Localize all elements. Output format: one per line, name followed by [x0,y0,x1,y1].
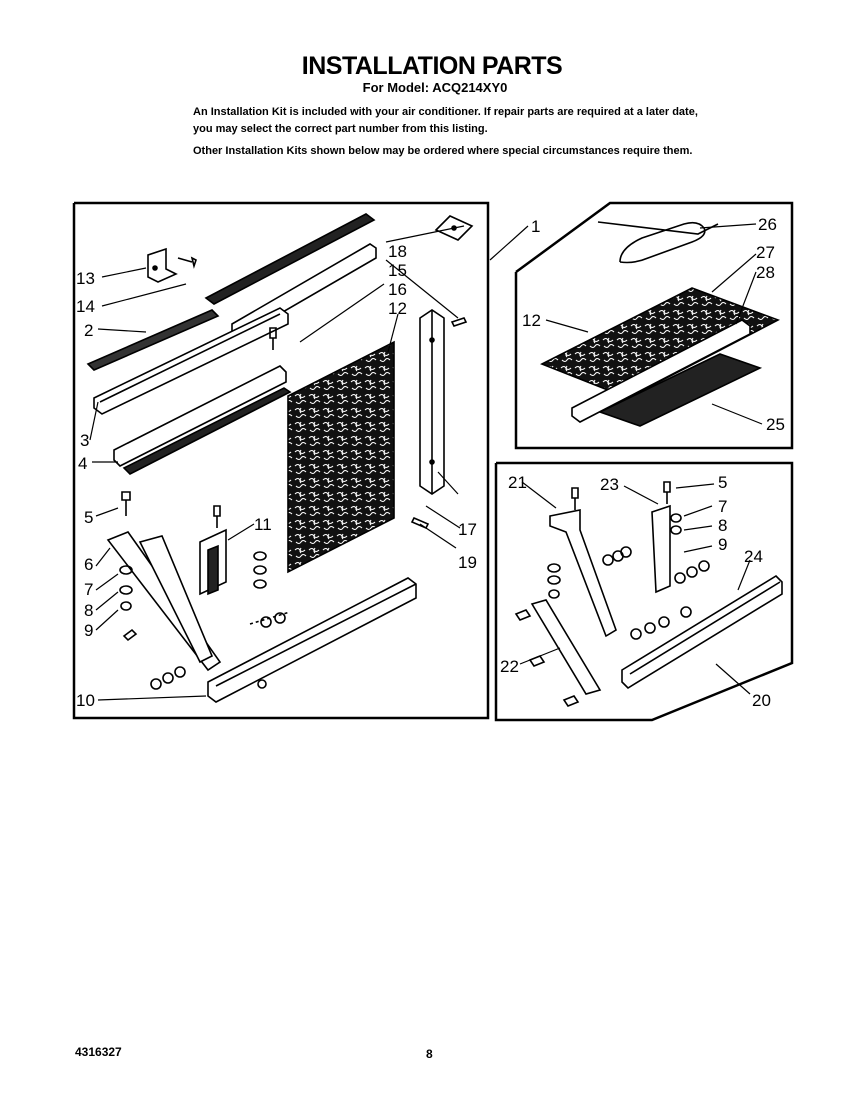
callout-9: 9 [84,621,93,640]
callout-5-kit20: 5 [718,473,727,492]
callout-17: 17 [458,520,477,539]
callout-21: 21 [508,473,527,492]
callout-24: 24 [744,547,763,566]
callout-10: 10 [76,691,95,710]
kit-20-parts [514,481,783,707]
kit-25-parts [540,221,780,427]
page-title: INSTALLATION PARTS [301,52,563,80]
intro-paragraph-2: Other Installation Kits shown below may … [193,145,693,157]
callout-8: 8 [84,601,93,620]
kit-20-box [494,461,794,722]
kit-25-box [514,201,794,450]
callout-22: 22 [500,657,519,676]
callout-4: 4 [78,454,87,473]
callout-3: 3 [80,431,89,450]
callouts-kit-20: 5 7 8 9 20 21 22 23 24 [500,473,771,710]
callout-27: 27 [756,243,775,262]
leader-lines [89,223,763,701]
callouts-kit-25: 12 25 26 27 28 [522,215,785,434]
callout-7: 7 [84,580,93,599]
callout-26: 26 [758,215,777,234]
document-number: 4316327 [75,1045,122,1059]
callout-18: 18 [388,242,407,261]
callout-6: 6 [84,555,93,574]
callout-12-kit25: 12 [522,311,541,330]
callout-19: 19 [458,553,477,572]
callout-25: 25 [766,415,785,434]
callout-20: 20 [752,691,771,710]
model-subtitle: For Model: ACQ214XY0 [362,80,508,95]
callout-23: 23 [600,475,619,494]
callout-15: 15 [388,261,407,280]
callout-12: 12 [388,299,407,318]
callout-1: 1 [531,217,540,236]
callout-28: 28 [756,263,775,282]
callout-8-kit20: 8 [718,516,727,535]
callout-11: 11 [254,515,272,534]
callout-14: 14 [76,297,95,316]
page-number: 8 [426,1047,433,1061]
intro-paragraph-1: An Installation Kit is included with you… [193,106,698,135]
callout-13: 13 [76,269,95,288]
callouts-main-kit: 1 2 3 4 5 6 7 8 9 10 11 12 13 14 15 16 1… [76,217,540,710]
callout-9-kit20: 9 [718,535,727,554]
main-kit-parts [86,213,474,703]
callout-2: 2 [84,321,93,340]
main-kit-box [72,201,490,720]
callout-16: 16 [388,280,407,299]
callout-5: 5 [84,508,93,527]
callout-7-kit20: 7 [718,497,727,516]
